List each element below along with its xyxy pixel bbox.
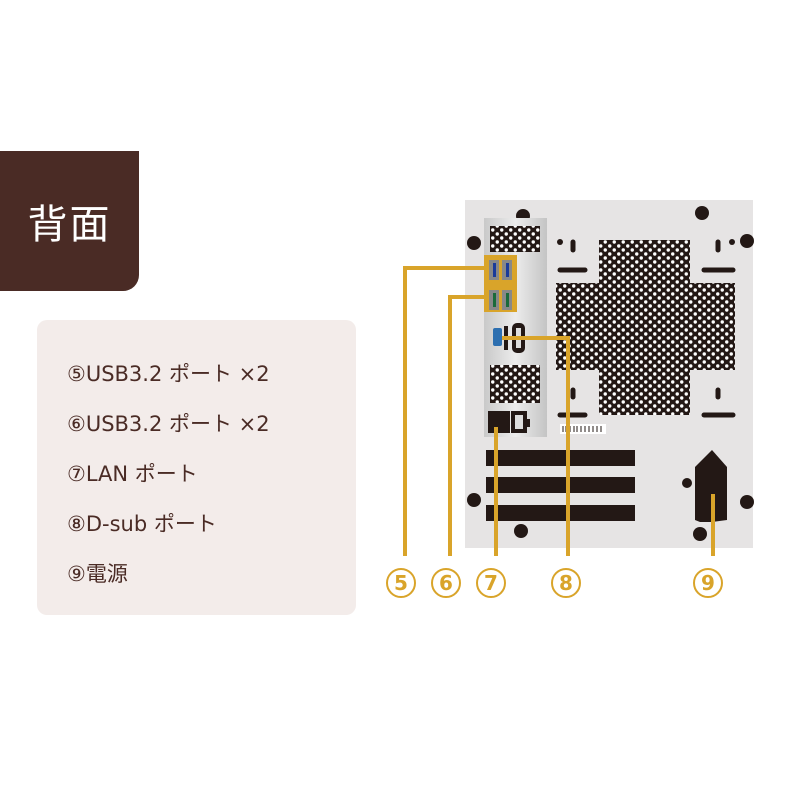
legend-item-usb-5: ⑤USB3.2 ポート ×2 [67,362,270,386]
legend-item-dsub: ⑧D-sub ポート [67,512,217,536]
page-title: 背面 [0,151,139,291]
screw-holes [467,206,754,541]
serial-label [560,424,606,434]
legend-panel: ⑤USB3.2 ポート ×2 ⑥USB3.2 ポート ×2 ⑦LAN ポート ⑧… [37,320,356,615]
io-vent-top [490,226,540,252]
mount-slots [557,239,736,418]
callout-8: 8 [551,568,581,598]
expansion-slots [486,450,635,521]
callout-7: 7 [476,568,506,598]
legend-item-lan: ⑦LAN ポート [67,462,198,486]
callout-5: 5 [386,568,416,598]
callout-9: 9 [693,568,723,598]
dsub-port [493,328,502,346]
leader-lines [403,266,715,556]
legend-item-usb-6: ⑥USB3.2 ポート ×2 [67,412,270,436]
fan-vent [556,240,735,415]
callout-6: 6 [431,568,461,598]
usb-port-group [484,255,517,312]
io-vent-bottom [490,365,540,403]
legend-item-power: ⑨電源 [67,562,128,586]
power-inlet [695,450,727,522]
